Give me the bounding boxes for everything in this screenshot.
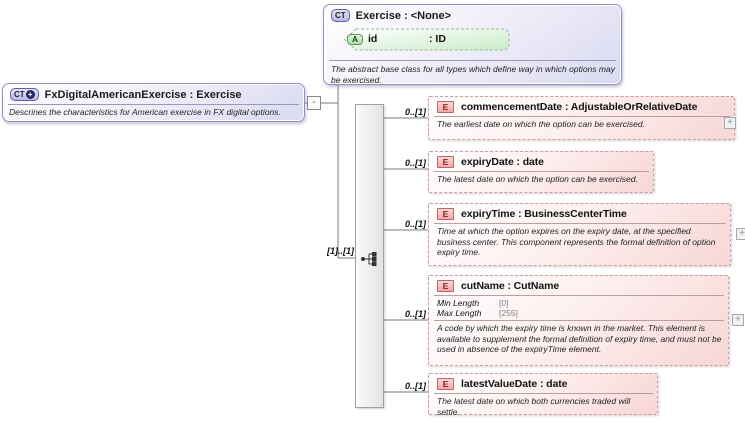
sequence-cardinality-label: [1]..[1]: [327, 246, 354, 256]
attribute-type: : ID: [429, 33, 446, 45]
element-box-expiryTime[interactable]: E expiryTime : BusinessCenterTime Time a…: [428, 203, 731, 266]
element-box-latestValueDate[interactable]: E latestValueDate : date The latest date…: [428, 373, 658, 417]
minus-icon: -: [312, 97, 316, 108]
attribute-icon-label: A: [352, 34, 358, 44]
root-complex-type-box[interactable]: CT + FxDigitalAmericanExercise : Exercis…: [2, 83, 305, 122]
separator: [434, 116, 730, 117]
element-header: E expiryTime : BusinessCenterTime: [429, 204, 730, 221]
element-description: The earliest date on which the option ca…: [437, 119, 645, 129]
sequence-icon: [361, 252, 377, 267]
separator: [434, 393, 653, 394]
facet-list: Min Length [0] Max Length [255]: [437, 298, 722, 318]
root-box-header: CT + FxDigitalAmericanExercise : Exercis…: [10, 88, 242, 101]
element-title: expiryDate : date: [461, 156, 544, 168]
cardinality-label-expiryTime: 0..[1]: [404, 219, 426, 229]
element-icon-label: E: [442, 102, 449, 112]
plus-icon: +: [727, 117, 733, 128]
attribute-icon: A: [347, 33, 363, 45]
element-title: latestValueDate : date: [461, 378, 568, 390]
element-icon: E: [437, 378, 454, 390]
element-icon-label: E: [442, 281, 449, 291]
base-box-header: CT Exercise : <None>: [331, 9, 451, 22]
separator: [434, 171, 649, 172]
element-header: E commencementDate : AdjustableOrRelativ…: [429, 97, 734, 114]
root-box-description: Descrines the characteristics for Americ…: [9, 107, 281, 117]
element-title: expiryTime : BusinessCenterTime: [461, 208, 627, 220]
cardinality-label-commencementDate: 0..[1]: [404, 107, 426, 117]
element-box-expiryDate[interactable]: E expiryDate : date The latest date on w…: [428, 151, 654, 193]
expand-button-expiryTime[interactable]: +: [736, 228, 745, 240]
facet-value: [255]: [499, 308, 518, 318]
element-box-commencementDate[interactable]: E commencementDate : AdjustableOrRelativ…: [428, 96, 735, 140]
cardinality-label-latestValueDate: 0..[1]: [404, 381, 426, 391]
element-header: E expiryDate : date: [429, 152, 653, 169]
element-icon-label: E: [442, 157, 449, 167]
element-icon: E: [437, 156, 454, 168]
ct-icon-label: CT: [335, 11, 346, 20]
base-box-description: The abstract base class for all types wh…: [331, 64, 615, 85]
separator: [434, 223, 726, 224]
base-box-title: Exercise : <None>: [355, 9, 452, 22]
element-icon: E: [437, 280, 454, 292]
base-complex-type-box[interactable]: CT Exercise : <None> The abstract base c…: [323, 4, 622, 85]
element-header: E cutName : CutName: [429, 276, 728, 293]
collapse-toggle-button[interactable]: -: [307, 96, 321, 110]
element-description: A code by which the expiry time is known…: [437, 323, 722, 354]
element-description: The latest date on which the option can …: [437, 174, 638, 184]
element-icon: E: [437, 208, 454, 220]
element-title: commencementDate : AdjustableOrRelativeD…: [461, 101, 698, 113]
facet-label: Min Length: [437, 298, 480, 308]
plus-icon: +: [739, 228, 745, 239]
plus-icon: +: [735, 314, 741, 325]
element-header: E latestValueDate : date: [429, 374, 657, 391]
sequence-compositor-bar[interactable]: [355, 104, 384, 408]
element-icon-label: E: [442, 209, 449, 219]
element-description: Time at which the option expires on the …: [437, 226, 716, 257]
cardinality-label-cutName: 0..[1]: [404, 309, 426, 319]
element-description: The latest date on which both currencies…: [437, 396, 631, 417]
separator: [329, 60, 616, 61]
separator: [8, 104, 299, 105]
expand-button-cutName[interactable]: +: [732, 314, 744, 326]
plus-badge-icon: +: [25, 90, 35, 99]
cardinality-label-expiryDate: 0..[1]: [404, 158, 426, 168]
expand-button-commencementDate[interactable]: +: [724, 117, 736, 129]
attribute-id[interactable]: A id : ID: [347, 33, 446, 45]
facet-max-length: Max Length [255]: [437, 308, 722, 318]
ct-icon-label: CT: [14, 90, 25, 99]
facet-min-length: Min Length [0]: [437, 298, 722, 308]
complex-type-plus-icon: CT +: [10, 88, 39, 101]
root-box-title: FxDigitalAmericanExercise : Exercise: [44, 88, 242, 101]
attribute-name: id: [368, 33, 378, 45]
separator: [434, 320, 724, 321]
facet-label: Max Length: [437, 308, 482, 318]
facet-value: [0]: [499, 298, 509, 308]
complex-type-icon: CT: [331, 9, 350, 22]
separator: [434, 295, 724, 296]
element-box-cutName[interactable]: E cutName : CutName Min Length [0] Max L…: [428, 275, 729, 366]
element-icon-label: E: [442, 379, 449, 389]
element-title: cutName : CutName: [461, 280, 560, 292]
element-icon: E: [437, 101, 454, 113]
